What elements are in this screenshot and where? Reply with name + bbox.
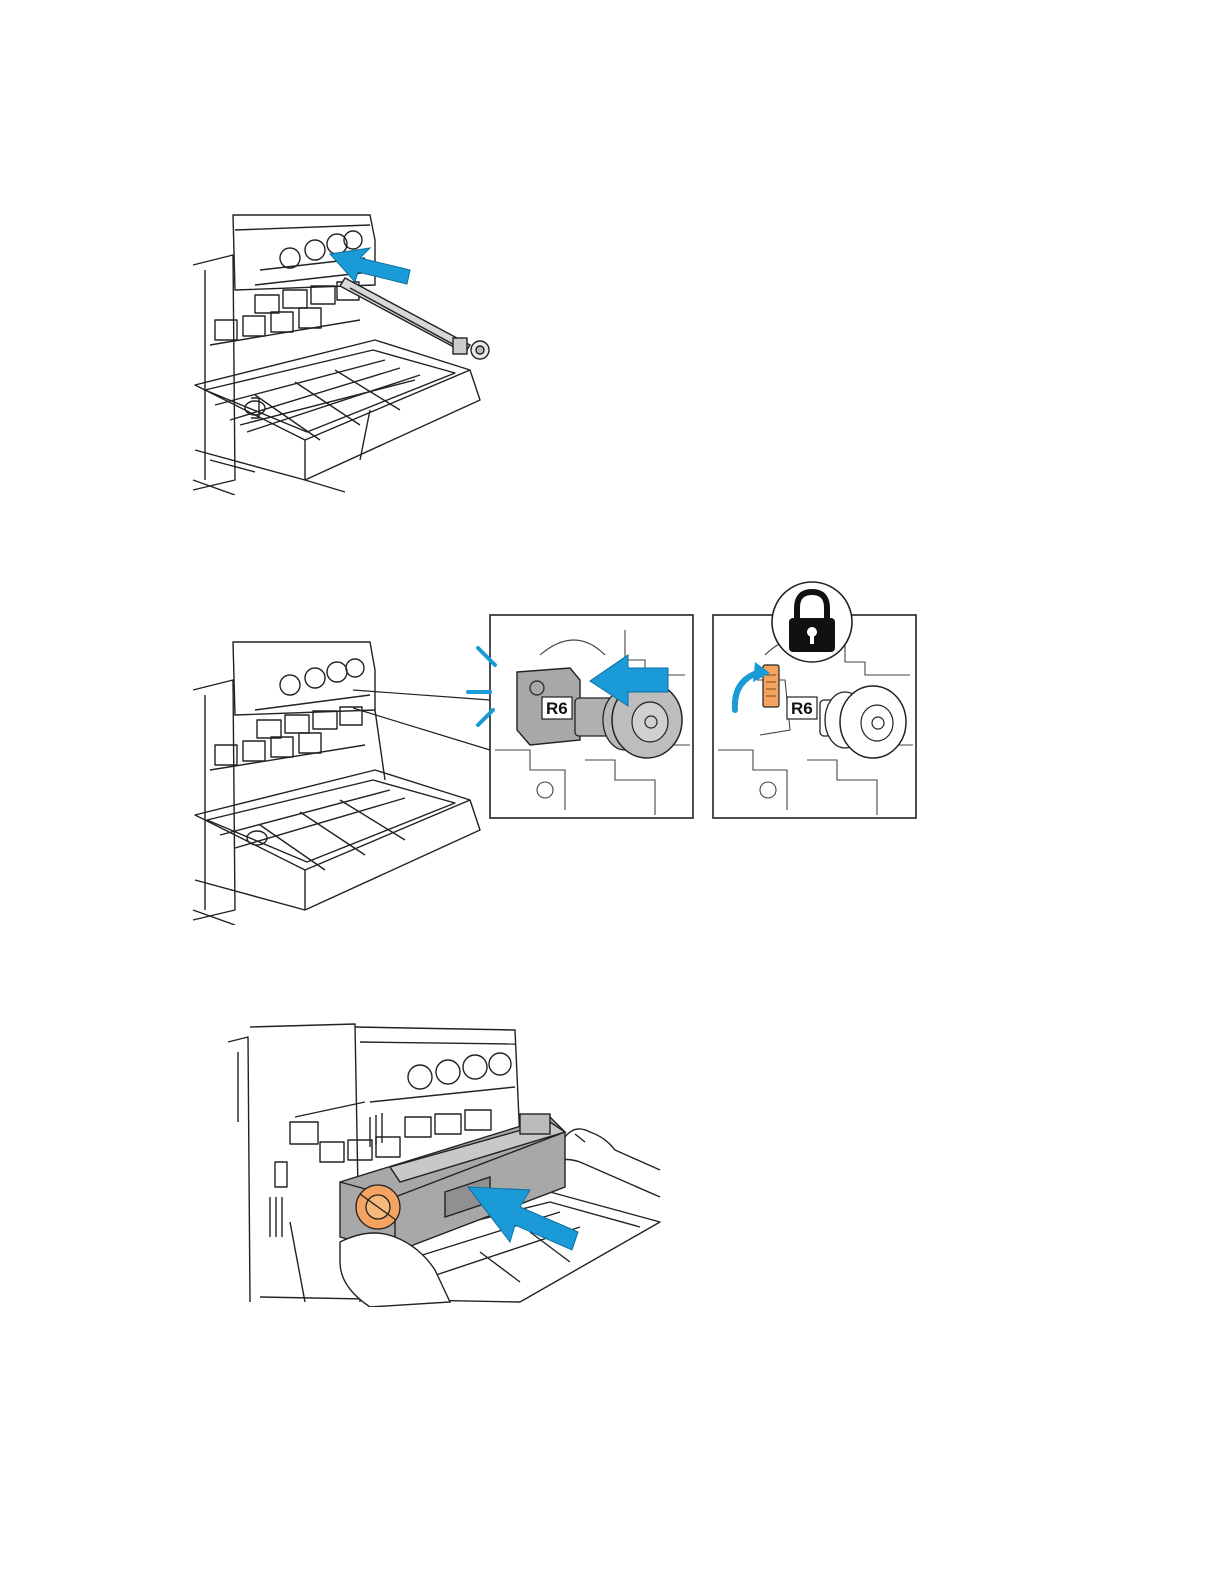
push-arrow-icon bbox=[330, 248, 410, 284]
lock-icon bbox=[772, 582, 852, 662]
figure-insert-drum-cartridge bbox=[185, 210, 515, 495]
figure-insert-waste-cartridge bbox=[220, 1022, 665, 1307]
r6-label: R6 bbox=[546, 699, 568, 718]
r6-label: R6 bbox=[791, 699, 813, 718]
callout-lock-cartridge: R6 bbox=[713, 582, 916, 818]
callout-push-cartridge: R6 bbox=[468, 615, 693, 818]
figure-lock-drum-cartridge: R6 bbox=[185, 580, 930, 925]
